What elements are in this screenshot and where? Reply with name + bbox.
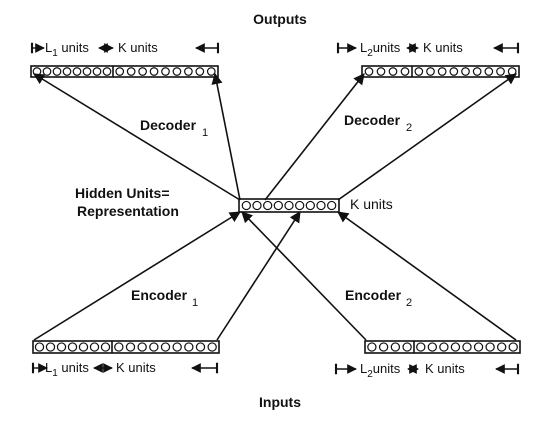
unit-circle	[149, 342, 159, 352]
unit-circle	[72, 67, 82, 76]
dim-k-top-left: K units	[118, 40, 158, 55]
unit-circle	[195, 67, 205, 76]
representation-label: Representation	[77, 203, 179, 219]
unit-circle	[508, 342, 518, 352]
encoder2-right-arrow	[337, 211, 517, 341]
unit-circle	[82, 67, 92, 76]
dim-k-bottom-right: K units	[425, 361, 465, 376]
unit-circle	[52, 67, 62, 76]
outputs-title: Outputs	[253, 11, 307, 27]
unit-circle	[485, 342, 495, 352]
encoder1-right-arrow	[216, 211, 301, 341]
dim-l1-top: L1 units	[45, 40, 89, 59]
unit-circle	[450, 342, 461, 352]
unit-circle	[496, 67, 505, 76]
unit-circle	[195, 342, 206, 352]
unit-circle	[316, 200, 326, 211]
encoder2-left-arrow	[241, 211, 367, 341]
unit-circle	[461, 67, 470, 76]
unit-circle	[206, 67, 216, 76]
unit-circle	[184, 342, 194, 352]
unit-circle	[78, 342, 89, 352]
dim-l1-bottom: L1 units	[45, 360, 89, 379]
unit-circle	[273, 200, 283, 211]
unit-circle	[172, 67, 182, 76]
unit-circle	[364, 67, 374, 76]
unit-circle	[367, 342, 377, 352]
unit-circle	[207, 342, 217, 352]
unit-circle	[400, 67, 410, 76]
unit-circle	[125, 342, 136, 352]
decoder1-left-arrow	[33, 73, 241, 201]
unit-circle	[462, 342, 472, 352]
unit-circle	[496, 342, 507, 352]
unit-circle	[252, 200, 262, 211]
unit-circle	[426, 67, 435, 76]
decoder1-right-arrow	[211, 72, 241, 201]
input-units-left	[32, 340, 220, 354]
unit-circle	[437, 67, 447, 76]
unit-circle	[263, 200, 273, 211]
unit-circle	[388, 67, 398, 76]
decoder2-left-arrow	[264, 73, 365, 201]
unit-circle	[126, 67, 136, 76]
output-units-left	[30, 65, 219, 78]
hidden-units-label: Hidden Units=	[75, 185, 170, 201]
input-units-right	[364, 340, 521, 354]
encoder1-left-arrow	[33, 211, 241, 341]
unit-circle	[138, 67, 147, 76]
unit-circle	[414, 67, 424, 76]
unit-circle	[100, 342, 111, 352]
hidden-units-bar	[238, 198, 340, 213]
unit-circle	[472, 67, 482, 76]
unit-circle	[42, 67, 52, 76]
unit-circle	[295, 200, 305, 211]
unit-circle	[67, 342, 78, 352]
unit-circle	[102, 67, 112, 76]
hidden-k-units-label: K units	[350, 196, 393, 212]
output-units-right	[361, 65, 520, 78]
unit-circle	[402, 342, 412, 352]
unit-circle	[114, 342, 124, 352]
unit-circle	[56, 342, 67, 352]
unit-circle	[92, 67, 102, 76]
unit-circle	[376, 67, 386, 76]
unit-circle	[137, 342, 147, 352]
unit-circle	[449, 67, 459, 76]
dim-k-top-right: K units	[423, 40, 463, 55]
unit-circle	[327, 200, 337, 211]
unit-circle	[34, 342, 45, 352]
unit-circle	[89, 342, 100, 352]
unit-circle	[427, 342, 438, 352]
unit-circle	[305, 200, 315, 211]
unit-circle	[45, 342, 56, 352]
dim-l2-bottom: L2units	[360, 361, 401, 380]
unit-circle	[149, 67, 159, 76]
unit-circle	[416, 342, 426, 352]
unit-circle	[284, 200, 294, 211]
inputs-title: Inputs	[259, 394, 301, 410]
unit-circle	[473, 342, 484, 352]
decoder2-right-arrow	[337, 73, 517, 201]
unit-circle	[390, 342, 401, 352]
unit-circle	[160, 342, 171, 352]
unit-circle	[172, 342, 182, 352]
unit-circle	[115, 67, 125, 76]
unit-circle	[378, 342, 389, 352]
unit-circle	[161, 67, 170, 76]
unit-circle	[439, 342, 449, 352]
unit-circle	[184, 67, 193, 76]
unit-circle	[241, 200, 251, 211]
unit-circle	[484, 67, 494, 76]
unit-circle	[62, 67, 72, 76]
dim-l2-top: L2units	[360, 40, 401, 59]
dim-k-bottom-left: K units	[116, 360, 156, 375]
